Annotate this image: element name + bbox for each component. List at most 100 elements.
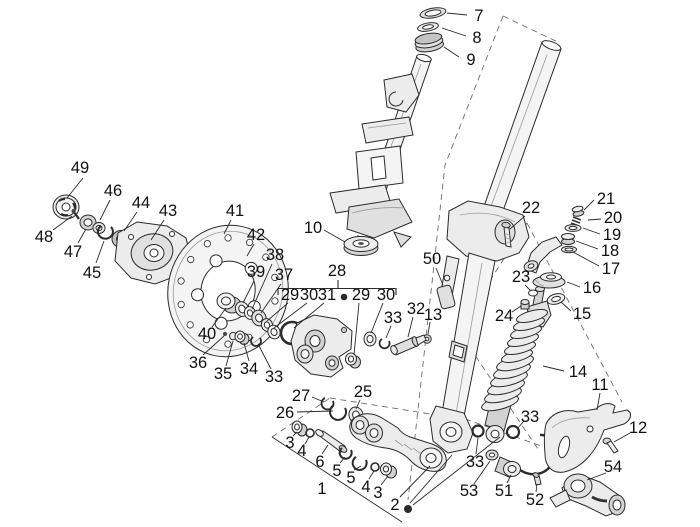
callout-11-54: 11	[591, 376, 609, 411]
circlip-33a	[250, 336, 262, 347]
callout-43-6: 43	[150, 202, 177, 241]
part-number-label: 12	[629, 419, 647, 437]
callout-15-24: 15	[560, 301, 591, 323]
leader-line	[321, 444, 329, 455]
upper-bracket	[383, 73, 420, 113]
callout-10-11: 10	[304, 219, 346, 243]
part-number-label: 33	[466, 453, 484, 471]
dust-seal	[343, 236, 379, 256]
part-number-label: 23	[512, 268, 530, 286]
leader-line	[304, 436, 310, 445]
leader-line	[511, 305, 522, 313]
part-number-label: 31	[318, 286, 336, 304]
stem-small-parts	[390, 205, 585, 356]
part-number-label: 38	[266, 246, 284, 264]
leader-line	[427, 321, 431, 335]
leader-line	[542, 365, 565, 372]
callout-36-28: 36	[189, 335, 225, 372]
callout-54-56: 54	[586, 458, 622, 481]
fork-slider	[429, 200, 530, 454]
leader-line	[575, 240, 599, 250]
callout-33-31: 33	[257, 343, 283, 386]
ring-23	[528, 289, 538, 297]
callout-39-14: 39	[242, 263, 265, 304]
leader-line	[99, 199, 111, 221]
leader-line	[150, 219, 165, 241]
leader-line	[353, 465, 362, 471]
leader-line	[323, 229, 346, 243]
top-nut	[419, 7, 447, 19]
leader-line	[266, 302, 289, 322]
callout-8-1: 8	[441, 27, 482, 47]
part-number-label: 20	[604, 209, 622, 227]
callout-17-22: 17	[572, 251, 620, 278]
part-number-label: 39	[247, 263, 265, 281]
callout-30-37: 30	[370, 286, 395, 334]
callout-28-32: 28	[328, 262, 346, 280]
leader-line	[296, 410, 334, 413]
shock-oring-left	[471, 424, 485, 438]
pin-6	[315, 429, 348, 453]
shock-absorber	[481, 286, 552, 443]
leader-line	[566, 281, 581, 288]
part-number-label: 3	[373, 484, 382, 502]
callout-9-2: 9	[443, 46, 476, 69]
part-number-label: 47	[64, 243, 82, 261]
leader-line	[506, 474, 512, 484]
leader-line	[223, 219, 232, 235]
leader-line	[587, 218, 602, 221]
bushing-18	[561, 233, 575, 245]
leader-line	[407, 316, 414, 338]
callout-16-23: 16	[566, 279, 601, 297]
part-number-label: 49	[71, 159, 89, 177]
callout-18-21: 18	[575, 240, 619, 260]
part-number-label: 4	[297, 442, 306, 460]
circlip-45	[96, 225, 114, 240]
cap-21	[571, 205, 585, 217]
collar-16	[532, 272, 566, 289]
bushing-3a	[291, 420, 308, 437]
leader-line	[225, 340, 234, 367]
part-number-label: 13	[424, 306, 442, 324]
part-number-label: 40	[198, 325, 216, 343]
part-number-label: 33	[521, 408, 539, 426]
leader-line	[596, 392, 601, 411]
leader-line	[441, 27, 467, 37]
callout-12-55: 12	[613, 419, 647, 443]
part-number-label: 9	[466, 51, 475, 69]
callout-33-38: 33	[384, 309, 402, 339]
leader-line	[399, 465, 431, 498]
part-number-label: 2	[390, 496, 399, 514]
caliper-group	[216, 292, 391, 378]
bracket-54	[549, 473, 626, 517]
leader-line	[572, 251, 600, 267]
callout-50-16: 50	[423, 250, 444, 286]
kit-leader-1	[412, 436, 501, 506]
leader-line	[292, 431, 298, 437]
leader-line	[385, 325, 392, 339]
part-number-label: 29	[352, 286, 370, 304]
callout-41-7: 41	[223, 202, 244, 235]
leader-line	[473, 460, 491, 485]
callout-27-41: 27	[292, 387, 325, 405]
leader-line	[370, 302, 384, 334]
screw-12	[602, 437, 619, 454]
callout-53-59: 53	[460, 460, 491, 500]
part-number-label: 17	[602, 260, 620, 278]
part-number-label: 53	[460, 482, 478, 500]
leader-line	[380, 475, 389, 486]
logo-mark	[591, 495, 608, 503]
callout-51-60: 51	[495, 474, 513, 500]
part-number-label: 28	[328, 262, 346, 280]
leader-line	[95, 240, 105, 264]
callout-3-50: 3	[373, 475, 389, 502]
callout-14-53: 14	[542, 363, 587, 381]
part-number-label: 24	[495, 307, 513, 325]
part-number-label: 33	[384, 309, 402, 327]
tone-ring-49	[52, 194, 80, 220]
part-number-label: 18	[601, 242, 619, 260]
part-number-label: 50	[423, 250, 441, 268]
leader-line	[246, 243, 255, 257]
